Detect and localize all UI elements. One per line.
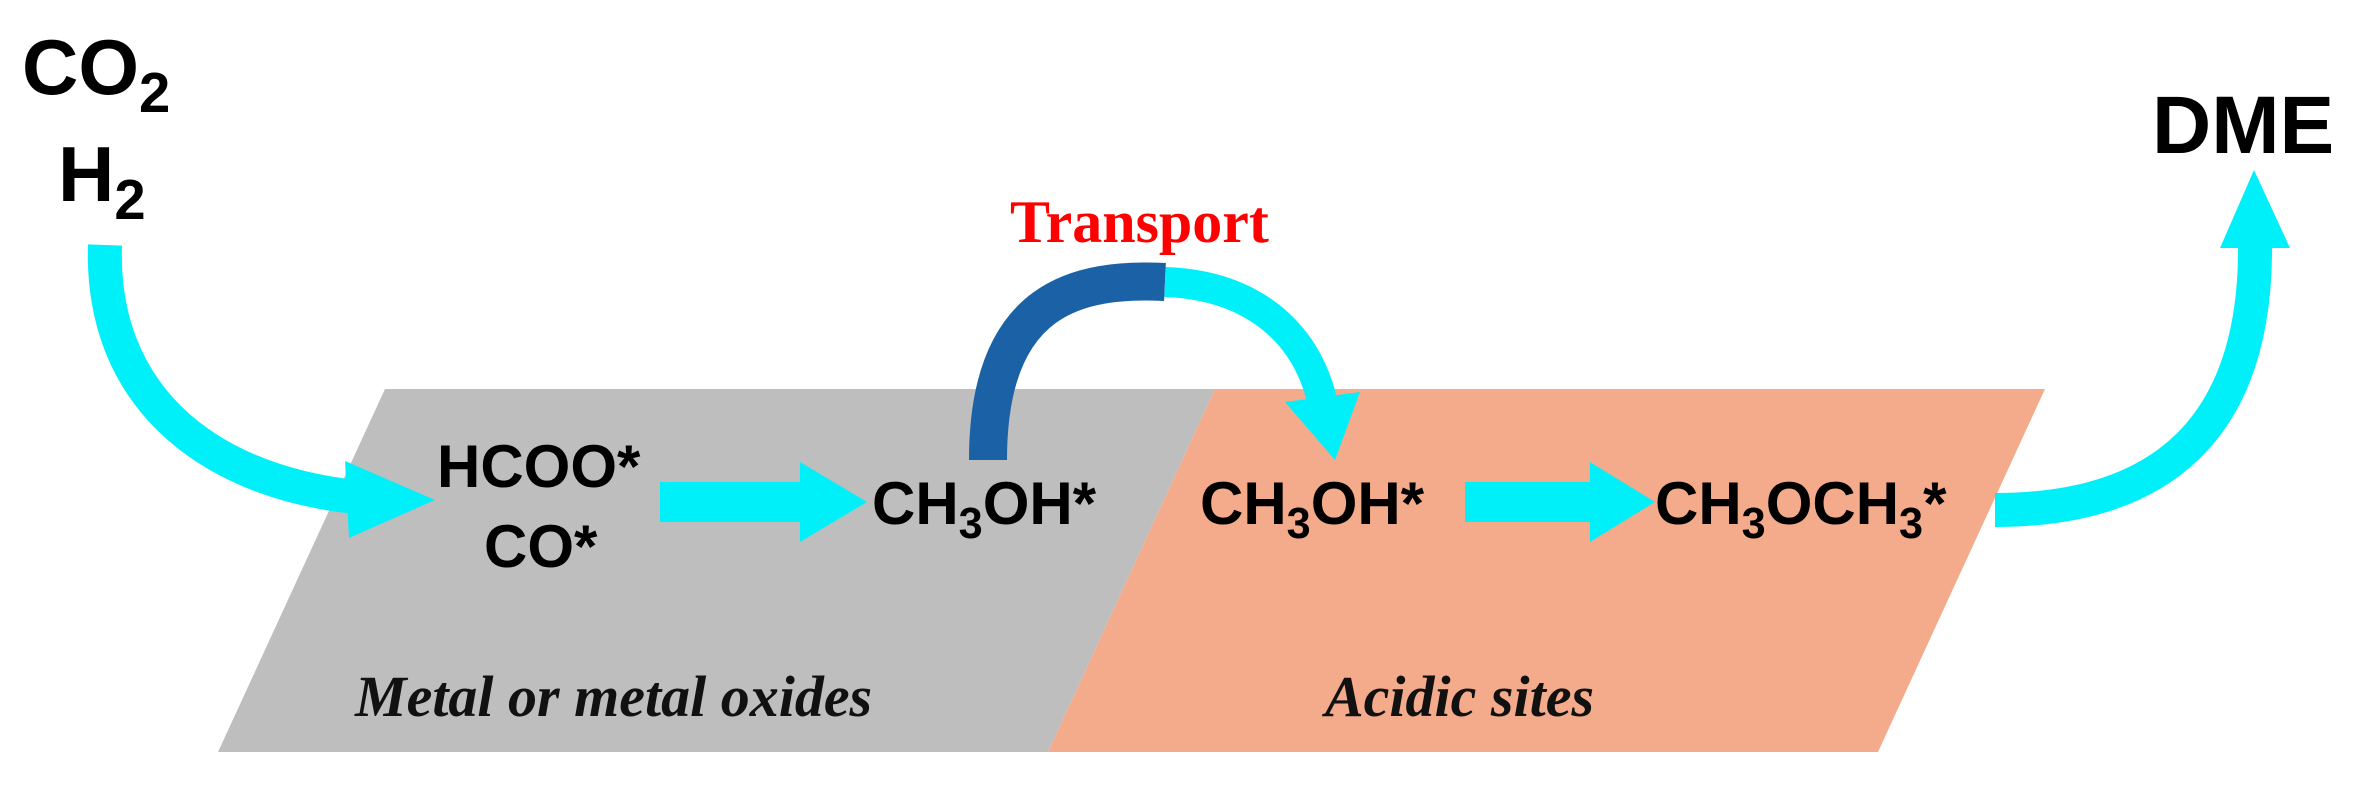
intermediate-co: CO*: [484, 513, 598, 580]
acid-region: [1048, 389, 2045, 752]
metal-region: [218, 389, 1215, 752]
entry-curved-arrow-icon: [87, 244, 435, 538]
step-arrow-icon: [660, 462, 867, 542]
intermediate-methanol-acid: CH3OH*: [1200, 470, 1425, 548]
intermediate-dme-adsorbed: CH3OCH3*: [1655, 470, 1947, 548]
exit-curved-arrow-up-icon: [1994, 170, 2290, 527]
acid-region-label: Acidic sites: [1325, 664, 1595, 729]
reactant-co2: CO2: [22, 23, 171, 124]
transport-label: Transport: [1010, 189, 1269, 255]
step-arrow-icon: [1465, 462, 1655, 542]
metal-region-label: Metal or metal oxides: [355, 664, 873, 729]
intermediate-methanol-metal: CH3OH*: [872, 470, 1097, 548]
reactant-h2: H2: [58, 130, 146, 231]
transport-arc-arrow-icon: [969, 262, 1360, 461]
product-dme: DME: [2152, 80, 2335, 171]
intermediate-hcoo: HCOO*: [437, 433, 641, 500]
